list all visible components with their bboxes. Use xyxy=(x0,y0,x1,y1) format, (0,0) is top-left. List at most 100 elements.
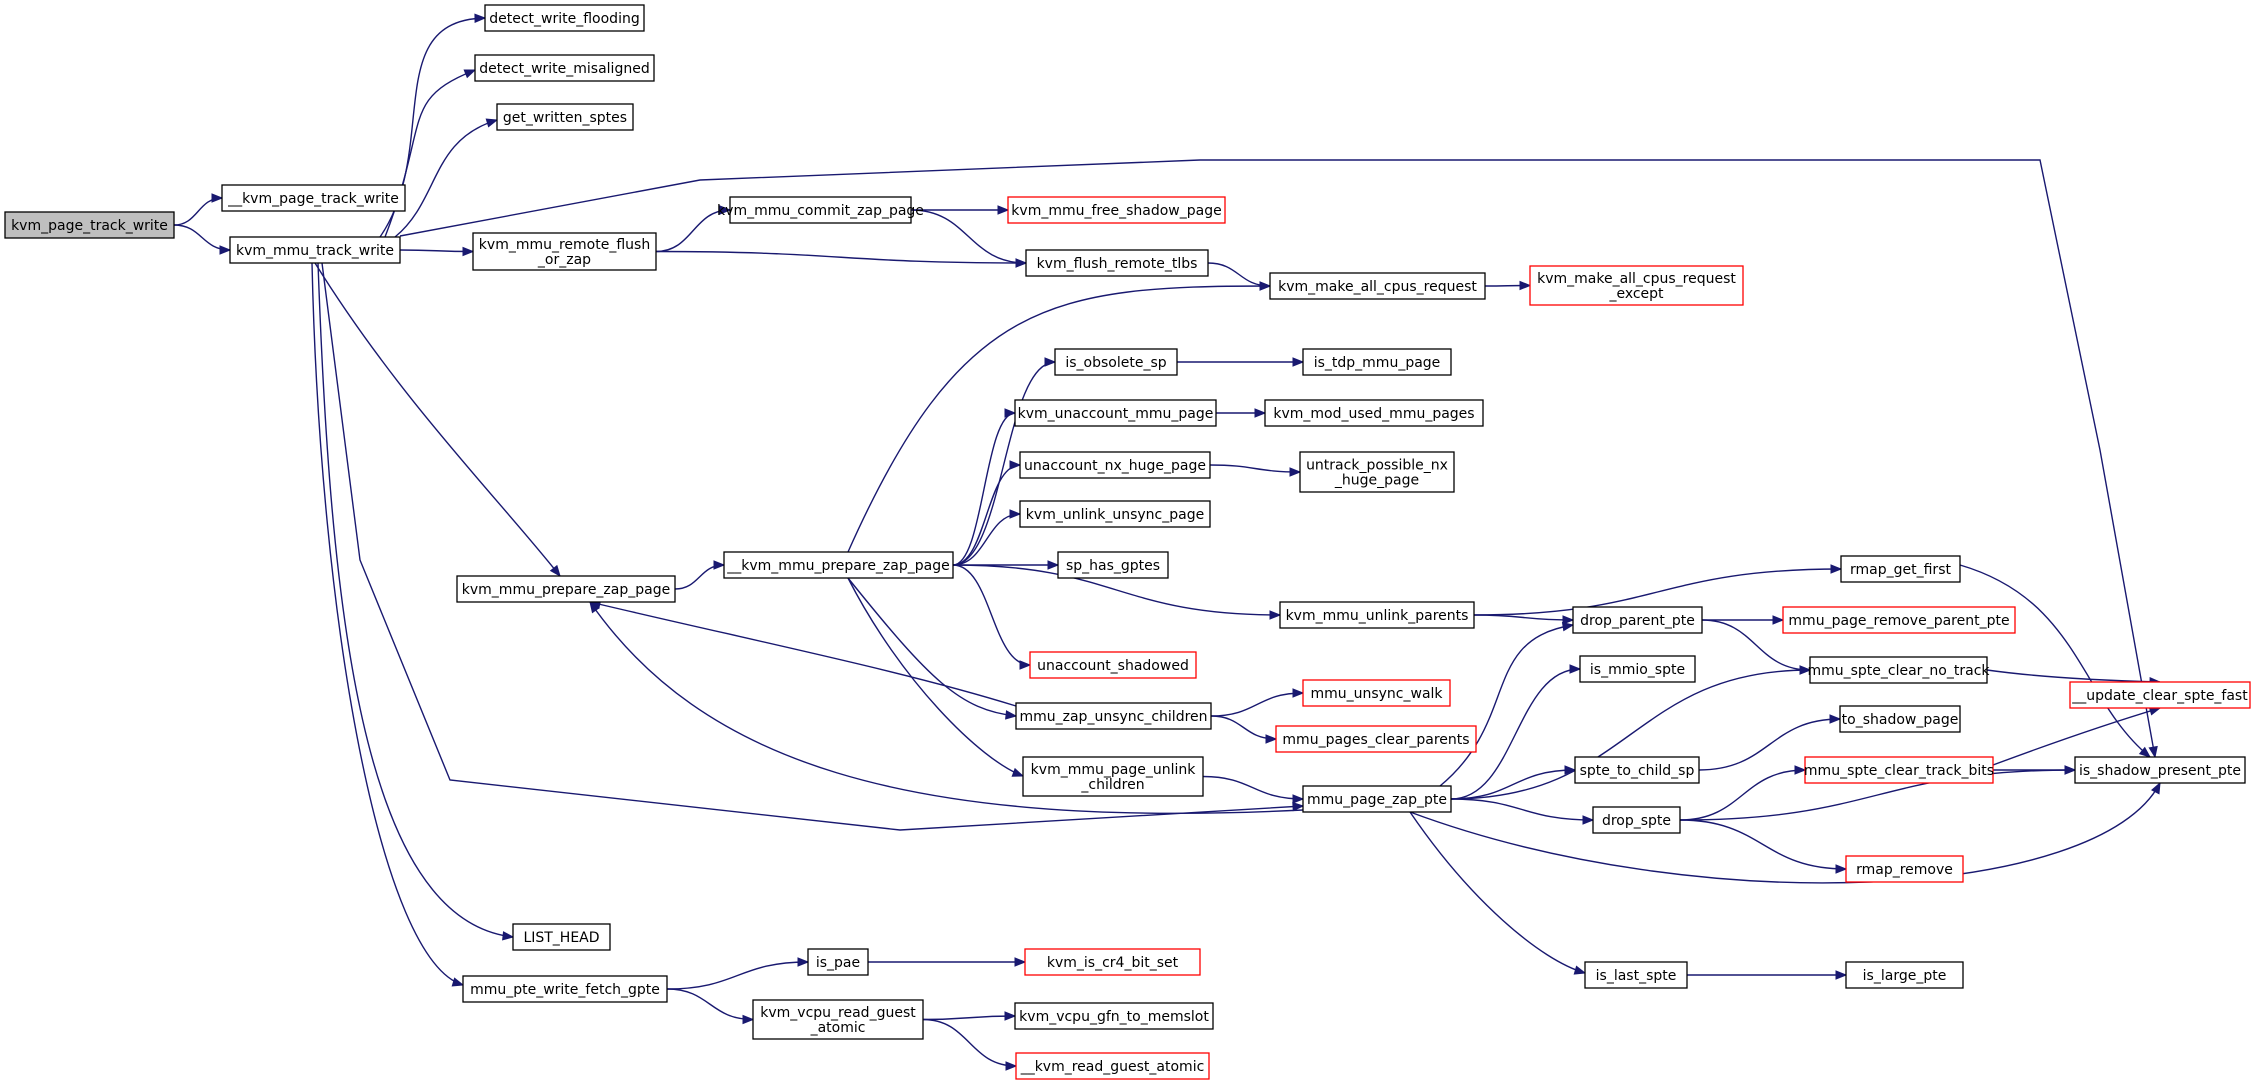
node-kvm-mmu-unlink-parents[interactable]: kvm_mmu_unlink_parents xyxy=(1279,601,1475,629)
node-kvm-mmu-free-shadow-page[interactable]: kvm_mmu_free_shadow_page xyxy=(1007,196,1226,224)
node-box xyxy=(1839,705,1961,733)
node-kvm-page-track-write[interactable]: kvm_page_track_write xyxy=(4,211,175,239)
node-kvm-vcpu-read-guest-atomic[interactable]: kvm_vcpu_read_guest_atomic xyxy=(752,999,924,1040)
node-label: kvm_mmu_remote_flush xyxy=(479,237,650,253)
arrow-head-icon xyxy=(1292,801,1305,812)
node---kvm-mmu-prepare-zap-page[interactable]: __kvm_mmu_prepare_zap_page xyxy=(723,551,954,579)
edge-line xyxy=(173,197,223,226)
node-rmap-remove[interactable]: rmap_remove xyxy=(1845,855,1964,883)
node-detect-write-misaligned[interactable]: detect_write_misaligned xyxy=(474,54,655,82)
node-box xyxy=(1592,806,1681,834)
edge-mmu_page_zap_pte-to-spte_to_child_sp xyxy=(1450,765,1577,800)
edge-__kvm_mmu_prepare_zap_page-to-kvm_mmu_page_unlink_children xyxy=(847,577,1025,777)
node-sp-has-gptes[interactable]: sp_has_gptes xyxy=(1057,551,1169,579)
node---kvm-read-guest-atomic[interactable]: __kvm_read_guest_atomic xyxy=(1015,1052,1210,1080)
node-kvm-vcpu-gfn-to-memslot[interactable]: kvm_vcpu_gfn_to_memslot xyxy=(1014,1002,1214,1030)
arrow-head-icon xyxy=(1005,710,1018,720)
node-label: _except xyxy=(1608,286,1664,302)
node-untrack-possible-nx-huge-page[interactable]: untrack_possible_nx_huge_page xyxy=(1299,451,1455,493)
node-mmu-spte-clear-no-track[interactable]: mmu_spte_clear_no_track xyxy=(1807,656,1990,684)
node-mmu-page-remove-parent-pte[interactable]: mmu_page_remove_parent_pte xyxy=(1782,606,2016,634)
arrow-head-icon xyxy=(1562,615,1575,625)
arrow-head-icon xyxy=(1582,815,1595,825)
node-kvm-unaccount-mmu-page[interactable]: kvm_unaccount_mmu_page xyxy=(1014,399,1217,427)
edge-kvm_mmu_track_write-to-detect_write_misaligned xyxy=(384,69,477,238)
node-kvm-mmu-commit-zap-page[interactable]: kvm_mmu_commit_zap_page xyxy=(717,196,924,224)
node-is-pae[interactable]: is_pae xyxy=(807,948,869,976)
node-is-tdp-mmu-page[interactable]: is_tdp_mmu_page xyxy=(1302,348,1452,376)
arrow-head-icon xyxy=(1292,794,1305,804)
node-get-written-sptes[interactable]: get_written_sptes xyxy=(496,103,634,131)
node-is-shadow-present-pte[interactable]: is_shadow_present_pte xyxy=(2074,756,2246,784)
node-mmu-page-zap-pte[interactable]: mmu_page_zap_pte xyxy=(1302,785,1452,813)
edge-line xyxy=(1450,769,1576,800)
edge-kvm_mmu_track_write-to-is_shadow_present_pte xyxy=(399,159,2158,759)
arrow-head-icon xyxy=(1519,280,1532,291)
node-kvm-mmu-track-write[interactable]: kvm_mmu_track_write xyxy=(229,236,401,264)
node-detect-write-flooding[interactable]: detect_write_flooding xyxy=(484,4,645,32)
node-is-large-pte[interactable]: is_large_pte xyxy=(1845,961,1964,989)
edge-kvm_mmu_track_write-to-mmu_pte_write_fetch_gpte xyxy=(311,262,465,987)
node-label: mmu_pages_clear_parents xyxy=(1282,732,1469,748)
node-box xyxy=(1022,756,1204,797)
arrow-head-icon xyxy=(1269,610,1282,620)
arrow-head-icon xyxy=(1829,714,1842,724)
node-label: kvm_unlink_unsync_page xyxy=(1026,507,1204,523)
node-kvm-is-cr4-bit-set[interactable]: kvm_is_cr4_bit_set xyxy=(1024,948,1201,976)
node-label: is_shadow_present_pte xyxy=(2079,763,2241,779)
node---kvm-page-track-write[interactable]: __kvm_page_track_write xyxy=(221,184,406,212)
edge-drop_spte-to-rmap_remove xyxy=(1679,819,1848,874)
node-mmu-spte-clear-track-bits[interactable]: mmu_spte_clear_track_bits xyxy=(1804,756,1994,784)
edge-line xyxy=(317,262,514,938)
node-mmu-pages-clear-parents[interactable]: mmu_pages_clear_parents xyxy=(1275,725,1477,753)
edge-__kvm_mmu_prepare_zap_page-to-kvm_unlink_unsync_page xyxy=(952,509,1022,566)
node---update-clear-spte-fast[interactable]: __update_clear_spte_fast xyxy=(2069,681,2251,709)
node-kvm-flush-remote-tlbs[interactable]: kvm_flush_remote_tlbs xyxy=(1025,249,1209,277)
arrow-head-icon xyxy=(1564,765,1577,775)
node-unaccount-nx-huge-page[interactable]: unaccount_nx_huge_page xyxy=(1019,451,1211,479)
node-kvm-unlink-unsync-page[interactable]: kvm_unlink_unsync_page xyxy=(1019,500,1211,528)
node-is-mmio-spte[interactable]: is_mmio_spte xyxy=(1579,655,1696,683)
node-box xyxy=(2069,681,2251,709)
node-box xyxy=(1015,1052,1210,1080)
node-label: rmap_get_first xyxy=(1850,562,1951,578)
arrow-head-icon xyxy=(1573,965,1587,975)
edge-is_last_spte-to-is_large_pte xyxy=(1686,970,1848,980)
node-label: mmu_unsync_walk xyxy=(1310,686,1443,702)
node-drop-spte[interactable]: drop_spte xyxy=(1592,806,1681,834)
node-spte-to-child-sp[interactable]: spte_to_child_sp xyxy=(1574,756,1700,784)
node-label: spte_to_child_sp xyxy=(1580,763,1695,779)
node-label: _children xyxy=(1080,777,1144,793)
node-is-obsolete-sp[interactable]: is_obsolete_sp xyxy=(1054,348,1178,376)
node-to-shadow-page[interactable]: to_shadow_page xyxy=(1839,705,1961,733)
node-kvm-mmu-remote-flush-or-zap[interactable]: kvm_mmu_remote_flush_or_zap xyxy=(472,232,657,271)
edge-kvm_mmu_page_unlink_children-to-mmu_page_zap_pte xyxy=(1202,775,1305,804)
node-is-last-spte[interactable]: is_last_spte xyxy=(1584,961,1688,989)
edge-line xyxy=(1450,798,1594,821)
node-kvm-mod-used-mmu-pages[interactable]: kvm_mod_used_mmu_pages xyxy=(1264,399,1484,427)
edge-mmu_spte_clear_track_bits-to-is_shadow_present_pte xyxy=(1993,765,2077,775)
node-label: drop_spte xyxy=(1602,813,1671,829)
node-label: LIST_HEAD xyxy=(523,930,599,946)
node-kvm-make-all-cpus-request-except[interactable]: kvm_make_all_cpus_request_except xyxy=(1529,265,1744,306)
node-box xyxy=(1264,399,1484,427)
node-label: is_last_spte xyxy=(1596,968,1677,984)
edge-kvm_mmu_track_write-to-kvm_mmu_remote_flush_or_zap xyxy=(399,246,475,257)
node-kvm-mmu-prepare-zap-page[interactable]: kvm_mmu_prepare_zap_page xyxy=(456,575,676,603)
edge-line xyxy=(674,564,725,590)
node-kvm-mmu-page-unlink-children[interactable]: kvm_mmu_page_unlink_children xyxy=(1022,756,1204,797)
edge-mmu_zap_unsync_children-to-mmu_unsync_walk xyxy=(1210,688,1305,717)
arrow-head-icon xyxy=(713,560,726,570)
node-label: kvm_mmu_commit_zap_page xyxy=(717,203,924,219)
node-mmu-unsync-walk[interactable]: mmu_unsync_walk xyxy=(1302,679,1451,707)
node-mmu-zap-unsync-children[interactable]: mmu_zap_unsync_children xyxy=(1015,702,1212,730)
edge-line xyxy=(666,988,754,1021)
node-unaccount-shadowed[interactable]: unaccount_shadowed xyxy=(1029,651,1197,679)
node-kvm-make-all-cpus-request[interactable]: kvm_make_all_cpus_request xyxy=(1269,272,1486,300)
node-mmu-pte-write-fetch-gpte[interactable]: mmu_pte_write_fetch_gpte xyxy=(462,975,668,1003)
node-rmap-get-first[interactable]: rmap_get_first xyxy=(1840,555,1961,583)
node-box xyxy=(1572,606,1703,634)
node-drop-parent-pte[interactable]: drop_parent_pte xyxy=(1572,606,1703,634)
node-label: is_pae xyxy=(816,955,860,971)
node-LIST-HEAD[interactable]: LIST_HEAD xyxy=(512,923,611,951)
